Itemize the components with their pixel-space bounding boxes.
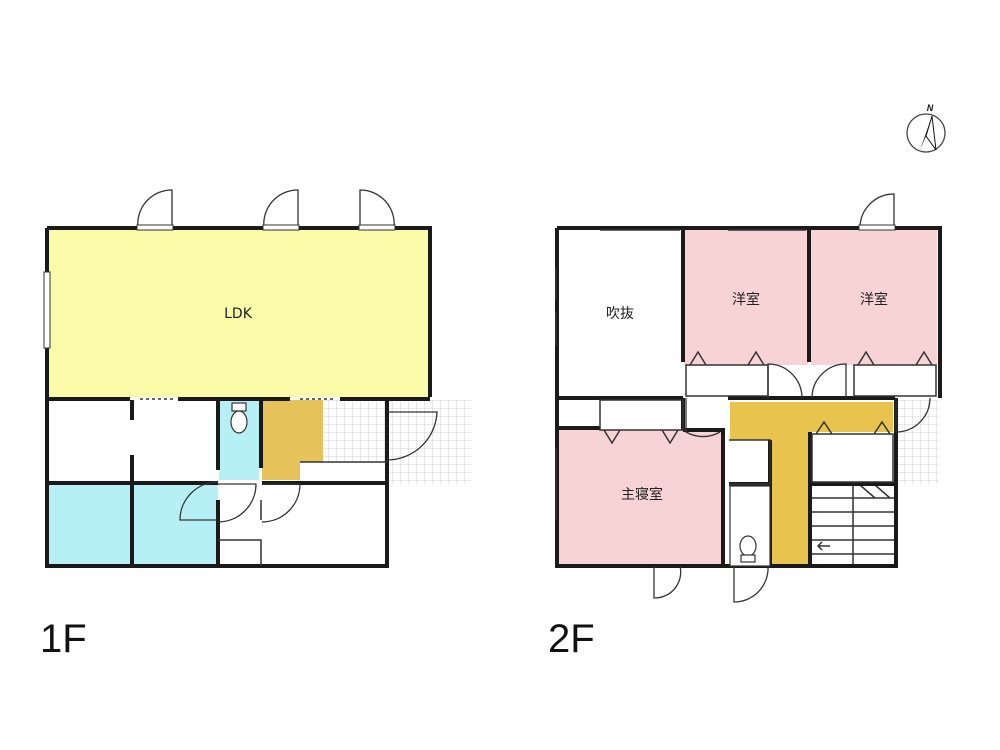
room-washroom bbox=[132, 484, 218, 566]
door-balcony-2f bbox=[858, 193, 896, 231]
door-closet-hall bbox=[895, 397, 931, 433]
label-fukinuke: 吹抜 bbox=[606, 306, 634, 322]
room-master-bedroom bbox=[558, 430, 723, 566]
label-ldk: LDK bbox=[224, 306, 253, 322]
door-yoshitsu-2 bbox=[811, 363, 847, 399]
toilet-2f-icon bbox=[729, 485, 771, 567]
closet-2f-4 bbox=[811, 433, 894, 483]
terrace-1f-outer bbox=[387, 400, 471, 484]
floor-label-1f: 1F bbox=[40, 617, 87, 661]
closet-2f-5 bbox=[729, 439, 771, 485]
balcony-2f bbox=[895, 400, 939, 484]
wall-1f-inner-lines bbox=[218, 461, 387, 566]
door-yoshitsu-1 bbox=[767, 363, 803, 399]
door-toilet-1f bbox=[217, 483, 257, 523]
door-ldk-1 bbox=[136, 189, 174, 231]
terrace-1f bbox=[323, 400, 387, 462]
floor-2f: 吹抜 洋室 洋室 主寝室 bbox=[555, 193, 942, 603]
door-master-bedroom bbox=[685, 398, 721, 438]
room-bath bbox=[47, 484, 132, 566]
window-ldk-left bbox=[43, 271, 51, 349]
door-washroom bbox=[179, 481, 219, 521]
closet-2f-1 bbox=[685, 364, 769, 397]
floor-label-2f: 2F bbox=[548, 617, 595, 661]
north-arrow-icon: N bbox=[906, 103, 946, 153]
door-entrance-1f bbox=[386, 411, 438, 461]
compass-label: N bbox=[927, 103, 934, 113]
closet-2f-2 bbox=[853, 364, 937, 397]
room-yoshitsu-2 bbox=[811, 230, 937, 365]
staircase-2f bbox=[812, 484, 894, 566]
label-yoshitsu-1: 洋室 bbox=[732, 291, 760, 308]
floor-1f: LDK bbox=[43, 189, 471, 568]
closet-2f-3 bbox=[599, 399, 684, 431]
room-ldk bbox=[47, 228, 430, 397]
label-master-bedroom: 主寝室 bbox=[621, 486, 663, 503]
closet-door-marks bbox=[603, 350, 933, 445]
room-yoshitsu-1 bbox=[684, 230, 808, 365]
door-ldk-2 bbox=[262, 189, 300, 231]
door-ldk-3 bbox=[358, 189, 396, 231]
door-master-outside bbox=[653, 565, 682, 599]
toilet-icon bbox=[230, 402, 248, 434]
stair-area-1f bbox=[262, 400, 323, 480]
label-yoshitsu-2: 洋室 bbox=[860, 291, 888, 308]
door-toilet-2f bbox=[733, 565, 769, 603]
door-hall-1f bbox=[261, 483, 301, 523]
